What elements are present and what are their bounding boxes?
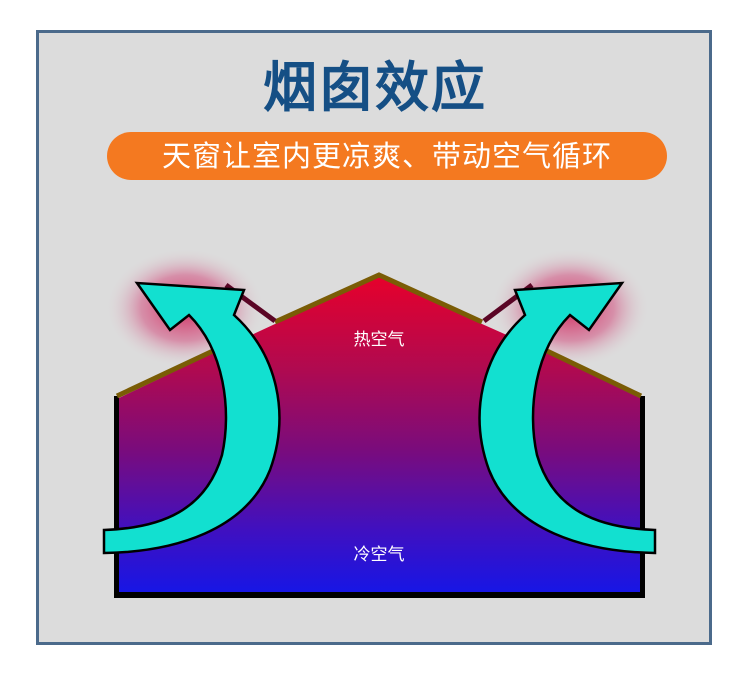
hot-air-label: 热空气 (353, 330, 405, 350)
page-title: 烟囱效应 (263, 56, 487, 119)
curved-arrow-up-right-icon (478, 281, 657, 555)
subtitle-text: 天窗让室内更凉爽、带动空气循环 (161, 139, 612, 173)
house-shadow (114, 396, 645, 598)
roof-edge (115, 272, 643, 399)
cold-air-label: 冷空气 (353, 545, 405, 565)
subtitle-banner: 天窗让室内更凉爽、带动空气循环 (107, 132, 667, 180)
curved-arrow-up-left-icon (102, 281, 281, 555)
